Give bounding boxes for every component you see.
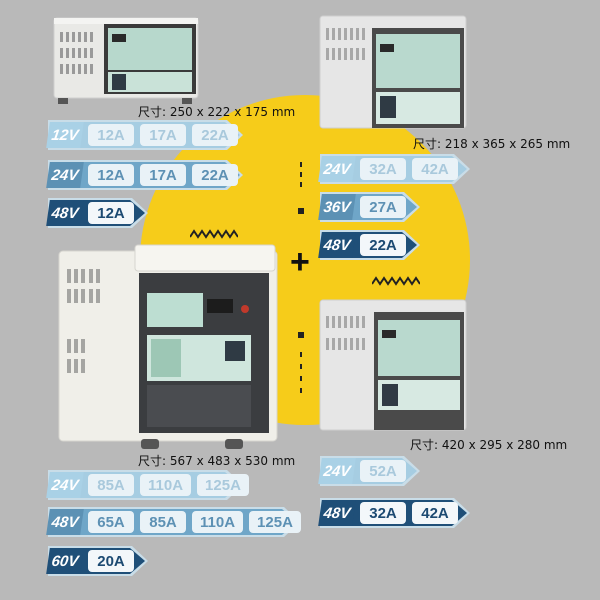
current-chip: 42A <box>412 502 458 524</box>
current-chip: 110A <box>140 474 192 496</box>
dimensions-label: 尺寸: 420 x 295 x 280 mm <box>410 438 568 452</box>
voltage-tag: 48V <box>318 500 356 526</box>
charger-medium-image <box>319 15 467 129</box>
spec-row-48v: 48V 22A <box>318 230 420 260</box>
spec-row-24v: 24V 12A 17A 22A <box>46 160 243 190</box>
zigzag-decoration <box>190 229 238 239</box>
dimensions-label: 尺寸: 567 x 483 x 530 mm <box>138 454 296 468</box>
current-chip: 12A <box>88 124 134 146</box>
current-chip: 125A <box>197 474 249 496</box>
current-chip: 17A <box>140 124 186 146</box>
voltage-tag: 48V <box>46 200 84 226</box>
voltage-tag: 24V <box>46 472 84 498</box>
voltage-tag: 12V <box>46 122 84 148</box>
current-chip: 32A <box>360 158 406 180</box>
current-chip: 17A <box>140 164 186 186</box>
current-chip: 125A <box>249 511 301 533</box>
current-chip: 65A <box>88 511 134 533</box>
charger-wide-image <box>319 299 467 431</box>
spec-row-48v: 48V 32A 42A <box>318 498 470 528</box>
voltage-tag: 24V <box>318 458 356 484</box>
charger-large-cabinet-image <box>58 244 278 449</box>
zigzag-decoration <box>372 276 420 286</box>
voltage-tag: 60V <box>46 548 84 574</box>
current-chip: 22A <box>192 124 238 146</box>
spec-row-60v: 60V 20A <box>46 546 148 576</box>
current-chip: 85A <box>88 474 134 496</box>
current-chip: 27A <box>360 196 406 218</box>
charger-small-image <box>53 17 199 104</box>
spec-row-12v: 12V 12A 17A 22A <box>46 120 243 150</box>
current-chip: 42A <box>412 158 458 180</box>
spec-row-24v: 24V 85A 110A 125A <box>46 470 249 500</box>
voltage-tag: 48V <box>318 232 356 258</box>
current-chip: 22A <box>192 164 238 186</box>
current-chip: 12A <box>88 164 134 186</box>
spec-row-48v: 48V 65A 85A 110A 125A <box>46 507 301 537</box>
current-chip: 12A <box>88 202 134 224</box>
spec-row-36v: 36V 27A <box>318 192 420 222</box>
dimensions-label: 尺寸: 218 x 365 x 265 mm <box>413 137 571 151</box>
current-chip: 85A <box>140 511 186 533</box>
current-chip: 22A <box>360 234 406 256</box>
voltage-tag: 36V <box>318 194 356 220</box>
voltage-tag: 24V <box>46 162 84 188</box>
dotted-line-decoration <box>298 332 304 393</box>
current-chip: 52A <box>360 460 406 482</box>
spec-row-48v: 48V 12A <box>46 198 148 228</box>
voltage-tag: 48V <box>46 509 84 535</box>
spec-row-24v: 24V 32A 42A <box>318 154 470 184</box>
current-chip: 110A <box>192 511 244 533</box>
current-chip: 20A <box>88 550 134 572</box>
current-chip: 32A <box>360 502 406 524</box>
dotted-line-decoration <box>298 162 304 214</box>
voltage-tag: 24V <box>318 156 356 182</box>
plus-sign: + <box>290 243 310 281</box>
dimensions-label: 尺寸: 250 x 222 x 175 mm <box>138 105 296 119</box>
spec-row-24v: 24V 52A <box>318 456 420 486</box>
